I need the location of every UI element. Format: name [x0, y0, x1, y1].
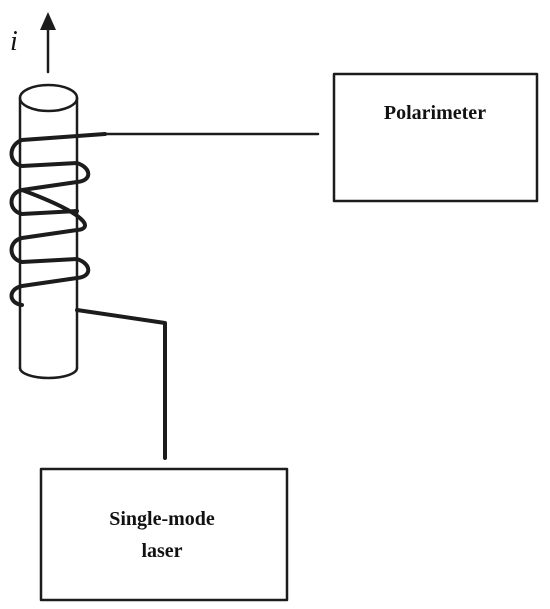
polarimeter-label: Polarimeter	[384, 102, 486, 124]
polarimeter-box	[332, 72, 539, 203]
laser-label-line1: Single-mode	[109, 508, 215, 530]
laser-label-line2: laser	[141, 540, 182, 562]
current-direction-arrow	[40, 12, 56, 74]
fiber-coil	[9, 132, 107, 307]
laser-box	[39, 467, 289, 602]
fiber-to-laser	[75, 308, 167, 460]
current-label: i	[10, 26, 18, 57]
